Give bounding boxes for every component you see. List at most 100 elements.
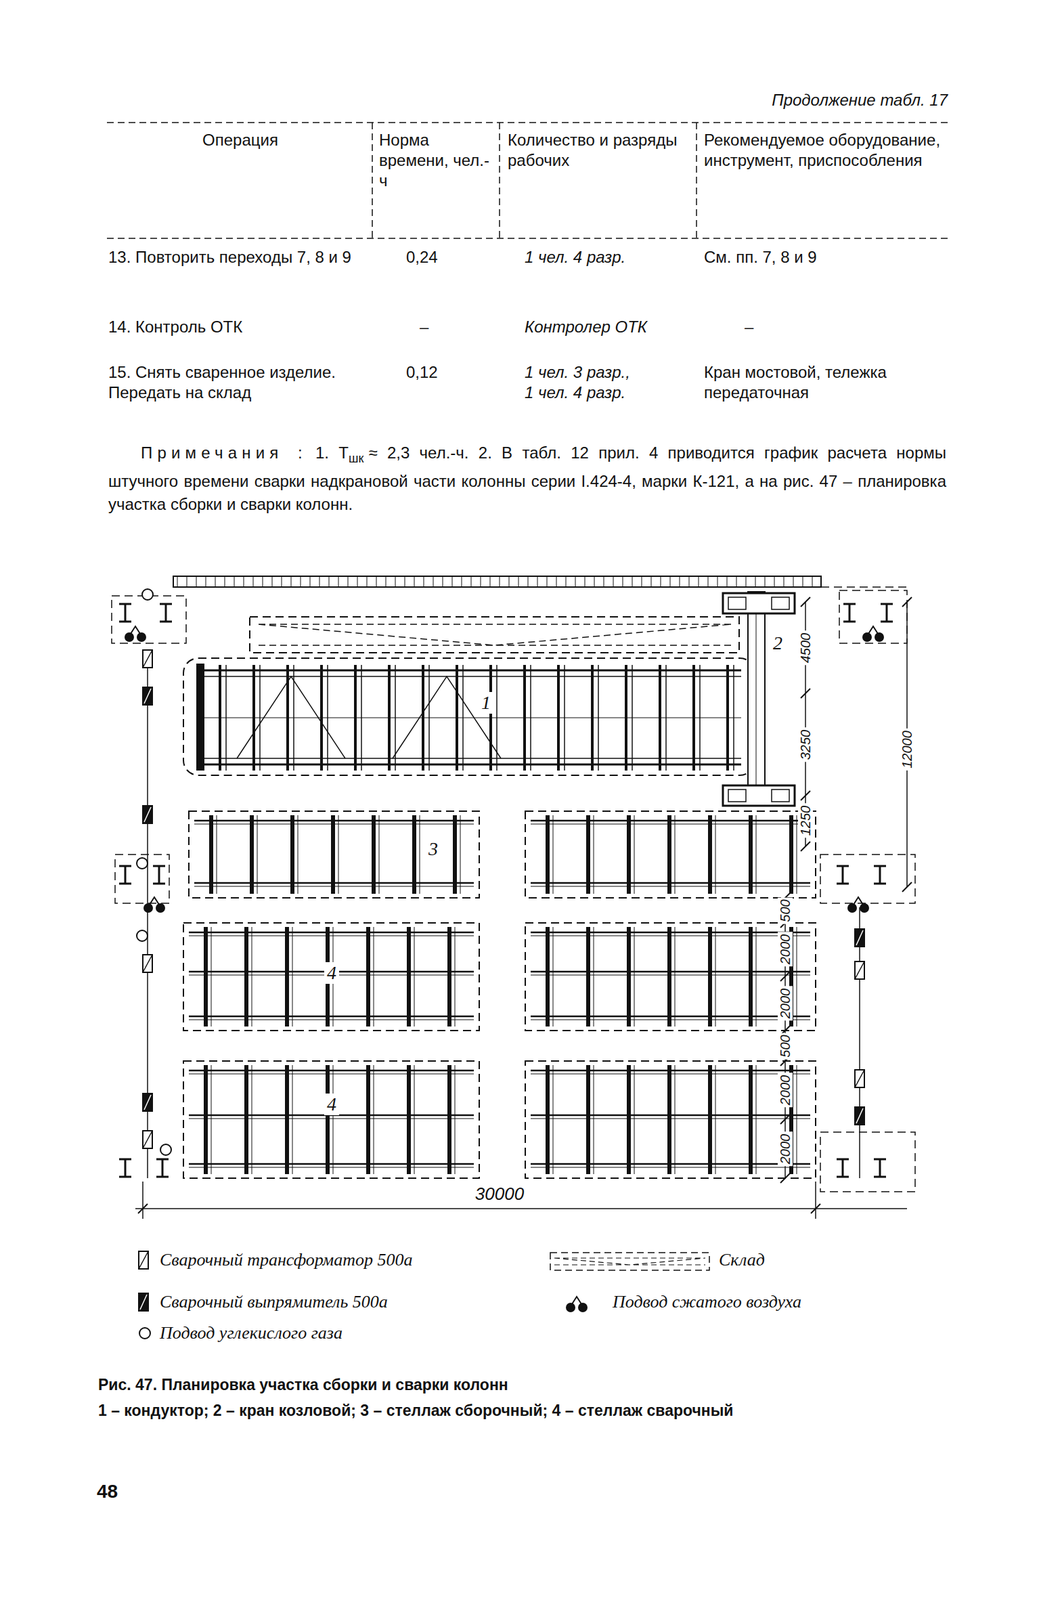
jig-post <box>658 664 662 771</box>
dimension-tick <box>810 1203 821 1213</box>
dimension-tick <box>780 1173 790 1183</box>
crane-rail <box>173 576 822 587</box>
crane-rail <box>366 576 368 587</box>
air-supply-symbol <box>578 1302 587 1312</box>
column-symbol <box>119 620 132 623</box>
rack-post <box>373 1064 375 1174</box>
crane-rail <box>328 576 330 587</box>
table-cell: Кран мостовой, тележка передаточная <box>703 362 948 403</box>
rack-post <box>203 1064 208 1174</box>
crane-callout: 2 <box>718 591 796 806</box>
rail-extension <box>821 586 908 588</box>
welding-rectifier-symbol <box>142 1093 153 1111</box>
crane-rail <box>679 576 681 587</box>
rack-post <box>626 1064 631 1174</box>
rack-post <box>586 814 591 894</box>
rack-post <box>708 926 713 1027</box>
callout-number: 2 <box>770 632 786 654</box>
dimension-tick <box>800 790 811 801</box>
rack-post <box>412 814 417 894</box>
rack-post <box>292 926 294 1027</box>
rack-post <box>634 926 635 1027</box>
rack-post <box>366 926 371 1027</box>
crane-rail <box>783 576 785 587</box>
column-symbol <box>158 865 161 884</box>
crane-rail <box>670 576 671 587</box>
dimension-line <box>142 1181 144 1219</box>
jig-post <box>692 664 696 771</box>
welding-transformer-symbol <box>138 1250 149 1269</box>
column-symbol <box>124 1158 127 1177</box>
crane-rail <box>395 576 396 587</box>
jig-post <box>462 664 464 771</box>
dimension-label: 12000 <box>899 728 915 771</box>
gas-supply-symbol <box>136 930 148 941</box>
rack-post <box>748 1064 753 1174</box>
jig-post <box>665 664 667 771</box>
jig-post <box>252 664 256 771</box>
air-supply-symbol <box>156 903 165 912</box>
jig-post <box>523 664 526 771</box>
welding-transformer-symbol <box>142 649 153 668</box>
rack-post <box>553 926 554 1027</box>
rack-post <box>626 926 631 1027</box>
rack-post <box>414 926 415 1027</box>
welding-rack-callout: 4 <box>183 1060 816 1178</box>
crane-rail <box>603 576 605 587</box>
rack-post <box>297 814 299 894</box>
rack-post <box>796 814 798 894</box>
dimension-tick <box>780 1114 790 1124</box>
crane-rail <box>243 576 245 587</box>
crane-rail <box>300 576 302 587</box>
callout-number: 4 <box>324 961 340 984</box>
legend-text: Склад <box>718 1249 765 1270</box>
dimension-tick <box>902 597 912 607</box>
rack-rail <box>188 1019 474 1021</box>
service-line <box>858 907 861 1178</box>
rack-post <box>257 814 258 894</box>
crane-rail <box>632 576 633 587</box>
crane-rail <box>177 576 179 587</box>
welding-rectifier-symbol <box>142 687 153 705</box>
rack-post <box>203 926 208 1027</box>
column-symbol <box>842 865 845 884</box>
column-symbol <box>879 1158 882 1177</box>
rack-rail <box>188 1015 474 1018</box>
rack-post <box>244 926 249 1027</box>
dimension-label: 500 <box>777 896 793 924</box>
crane-rail <box>338 576 340 587</box>
rack-post <box>789 814 794 894</box>
assembly-rack-callout: 3 <box>188 810 816 898</box>
crane-rail <box>376 576 378 587</box>
column-frame <box>820 854 916 903</box>
welding-rectifier-symbol <box>854 928 865 947</box>
jig-post <box>489 664 493 771</box>
rack-post <box>251 926 253 1027</box>
rack-post <box>447 926 452 1027</box>
jig-post <box>496 664 498 771</box>
crane-truck <box>722 592 795 614</box>
rack-post <box>593 926 595 1027</box>
crane-rail <box>433 576 434 587</box>
crane-rail <box>423 576 425 587</box>
crane-truck <box>771 789 790 802</box>
jig-post <box>360 664 363 771</box>
welding-transformer-symbol <box>142 1130 153 1148</box>
crane-rail <box>224 576 226 587</box>
column-frame <box>111 595 187 644</box>
column-symbol <box>165 603 168 622</box>
gas-supply-symbol <box>142 588 153 600</box>
crane-rail <box>537 576 539 587</box>
rack-post <box>211 1064 212 1174</box>
crane-rail <box>480 576 482 587</box>
jig-outline <box>183 657 755 776</box>
crane-rail <box>442 576 444 587</box>
legend-swatch <box>550 1252 710 1270</box>
rack-post <box>454 926 456 1027</box>
rack-post <box>447 1064 452 1174</box>
crane-rail <box>414 576 415 587</box>
column-symbol <box>848 603 851 622</box>
welding-transformer-symbol <box>142 954 153 972</box>
welding-transformer-symbol <box>142 1130 153 1148</box>
